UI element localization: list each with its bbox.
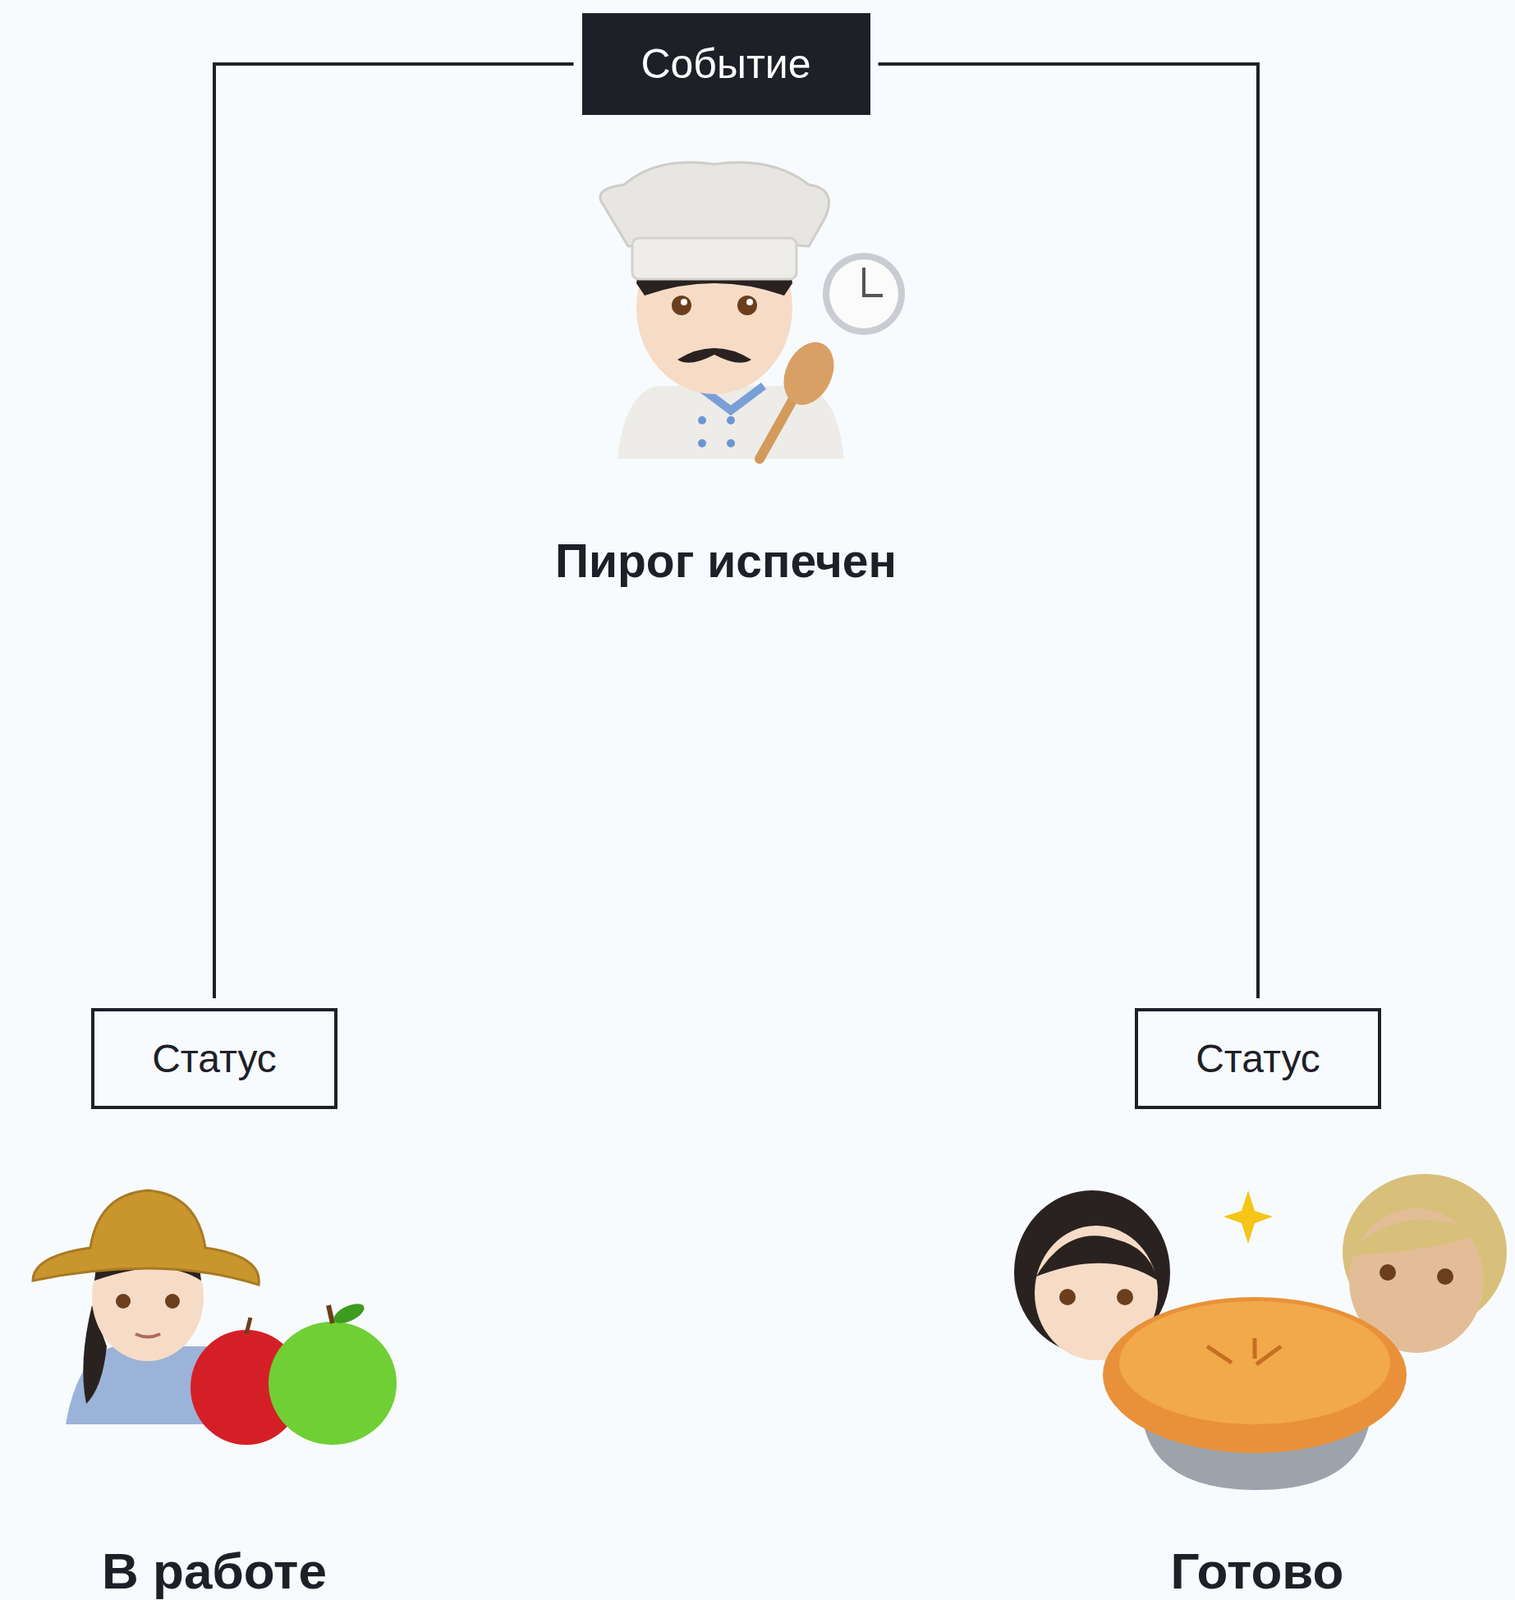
chef-illustration bbox=[600, 162, 905, 460]
kids-pie-illustration bbox=[1014, 1174, 1507, 1491]
node-text: Статус bbox=[1195, 1036, 1321, 1082]
event-box: Событие bbox=[582, 13, 871, 115]
status-caption: В работе bbox=[101, 1542, 327, 1600]
node-text: Событие bbox=[640, 40, 811, 88]
status-box: Статус bbox=[91, 1008, 338, 1110]
connector bbox=[214, 64, 574, 999]
event-caption: Пирог испечен bbox=[555, 533, 897, 588]
farmer-illustration bbox=[32, 1190, 397, 1446]
connector bbox=[878, 64, 1259, 999]
status-caption: Готово bbox=[1170, 1542, 1345, 1600]
node-text: Статус bbox=[151, 1036, 277, 1082]
status-box: Статус bbox=[1134, 1008, 1382, 1110]
